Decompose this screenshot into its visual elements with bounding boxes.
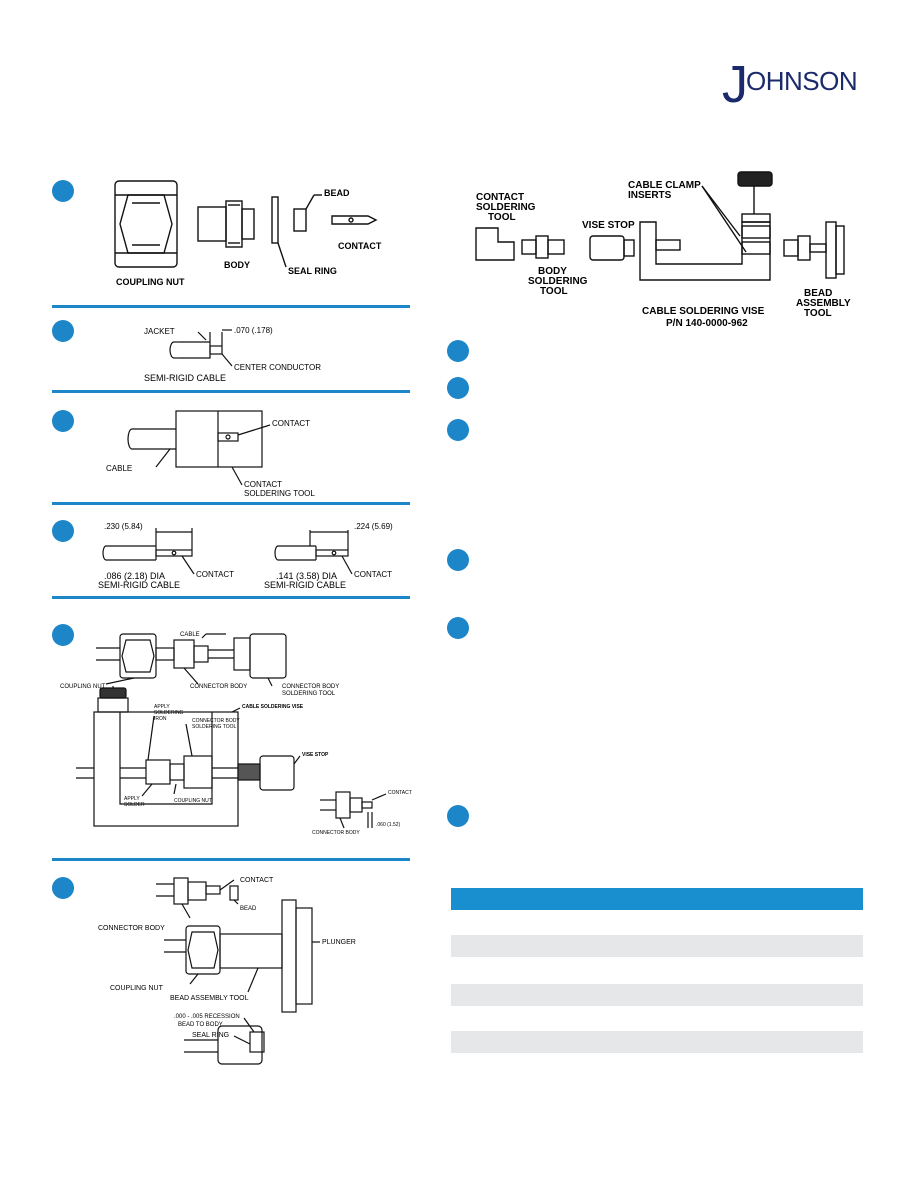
tool-clamp-line2: INSERTS bbox=[628, 190, 672, 201]
fig1-bead-label: BEAD bbox=[324, 188, 350, 198]
fig6-plunger-label: PLUNGER bbox=[322, 939, 356, 946]
fig6-recession-line2: BEAD TO BODY bbox=[178, 1022, 223, 1028]
body-shape bbox=[197, 206, 227, 242]
fig3-tool-label-line2: SOLDERING TOOL bbox=[244, 489, 315, 498]
step-dot-right-1 bbox=[447, 340, 469, 362]
fig5-vise-tool-line2: SOLDERING TOOL bbox=[192, 724, 236, 730]
tool-vise-stop: VISE STOP bbox=[582, 220, 635, 231]
tool-bead-line1: BEAD bbox=[804, 288, 832, 299]
fig5-vise-label: CABLE SOLDERING VISE bbox=[242, 704, 304, 710]
table-header bbox=[451, 888, 863, 910]
fig6-coupling-nut-label: COUPLING NUT bbox=[110, 985, 164, 992]
fig6-contact-label: CONTACT bbox=[240, 877, 274, 884]
step-dot-5 bbox=[52, 624, 74, 646]
fig4-right-dim: .224 (5.69) bbox=[354, 522, 393, 531]
fig6-bead-tool-label: BEAD ASSEMBLY TOOL bbox=[170, 995, 249, 1002]
fig6-recession-line1: .000 - .005 RECESSION bbox=[174, 1014, 240, 1020]
fig4-left-dim: .230 (5.84) bbox=[104, 522, 143, 531]
fig4-left-dia: .086 (2.18) DIA bbox=[104, 571, 165, 581]
step-dot-3 bbox=[52, 410, 74, 432]
tools-diagram: CONTACT SOLDERING TOOL BODY SOLDERING TO… bbox=[475, 171, 851, 329]
tool-vise-line2: P/N 140-0000-962 bbox=[666, 318, 748, 329]
fig4-right-contact: CONTACT bbox=[354, 570, 392, 579]
divider-3 bbox=[52, 502, 410, 505]
step-dot-1 bbox=[52, 180, 74, 202]
figure-1-components: COUPLING NUT BODY SEAL RING BEAD CONTACT bbox=[114, 180, 382, 287]
step-dot-right-5 bbox=[447, 617, 469, 639]
figure-2-cable-strip: JACKET .070 (.178) CENTER CONDUCTOR SEMI… bbox=[144, 326, 321, 382]
fig3-cable-label: CABLE bbox=[106, 464, 132, 473]
fig5-vise-tool-line1: CONNECTOR BODY bbox=[192, 718, 240, 724]
logo-text: OHNSON bbox=[746, 66, 857, 96]
fig5-apply-iron-line2: SOLDERING bbox=[154, 710, 184, 716]
fig1-contact-label: CONTACT bbox=[338, 241, 382, 251]
figure-6-bead-assembly: CONTACT CONNECTOR BODY BEAD PLUNGER COUP… bbox=[98, 877, 356, 1065]
tool-vise-line1: CABLE SOLDERING VISE bbox=[642, 306, 765, 317]
step-dot-right-6 bbox=[447, 805, 469, 827]
fig5-coupling-nut2-label: COUPLING NUT bbox=[174, 798, 212, 804]
fig5-body-tool-label-line2: SOLDERING TOOL bbox=[282, 691, 336, 697]
fig5-apply-solder-line1: APPLY bbox=[124, 796, 140, 802]
fig5-apply-iron-line3: IRON bbox=[154, 716, 167, 722]
figure-4-cable-sizes: .230 (5.84) CONTACT .086 (2.18) DIA SEMI… bbox=[98, 522, 393, 590]
fig3-contact-label: CONTACT bbox=[272, 419, 310, 428]
fig1-seal-ring-label: SEAL RING bbox=[288, 266, 337, 276]
fig5-cable-label: CABLE bbox=[180, 632, 200, 638]
figure-3-contact-soldering: CONTACT CABLE CONTACT SOLDERING TOOL bbox=[106, 410, 315, 498]
step-dot-6 bbox=[52, 877, 74, 899]
bead-shape bbox=[293, 208, 307, 232]
step-dot-right-3 bbox=[447, 419, 469, 441]
divider-5 bbox=[52, 858, 410, 861]
logo-initial-j: J bbox=[722, 56, 748, 110]
tool-contact-line2: SOLDERING bbox=[476, 202, 536, 213]
table-row bbox=[451, 935, 863, 957]
tool-bead-line2: ASSEMBLY bbox=[796, 298, 851, 309]
fig1-coupling-nut-label: COUPLING NUT bbox=[116, 277, 185, 287]
divider-1 bbox=[52, 305, 410, 308]
fig4-left-contact: CONTACT bbox=[196, 570, 234, 579]
johnson-logo: J OHNSON bbox=[722, 56, 858, 110]
fig4-left-cable: SEMI-RIGID CABLE bbox=[98, 580, 180, 590]
fig5-body-tool-label-line1: CONNECTOR BODY bbox=[282, 684, 339, 690]
step-dot-right-2 bbox=[447, 377, 469, 399]
tool-contact-line1: CONTACT bbox=[476, 192, 524, 203]
divider-4 bbox=[52, 596, 410, 599]
fig2-dim-label: .070 (.178) bbox=[234, 326, 273, 335]
fig2-cable-label: SEMI-RIGID CABLE bbox=[144, 373, 226, 382]
fig5-contact-label: CONTACT bbox=[388, 790, 412, 796]
contact-soldering-tool-shape bbox=[475, 227, 515, 261]
contact-shape bbox=[331, 215, 378, 225]
fig4-right-dia: .141 (3.58) DIA bbox=[276, 571, 337, 581]
fig3-tool-label-line1: CONTACT bbox=[244, 480, 282, 489]
step-dot-right-4 bbox=[447, 549, 469, 571]
tool-bead-line3: TOOL bbox=[804, 308, 832, 319]
fig2-jacket-label: JACKET bbox=[144, 327, 175, 336]
fig4-right-cable: SEMI-RIGID CABLE bbox=[264, 580, 346, 590]
tool-body-line3: TOOL bbox=[540, 286, 568, 297]
fig6-seal-ring-label: SEAL RING bbox=[192, 1032, 229, 1039]
tool-body-line2: SOLDERING bbox=[528, 276, 588, 287]
step-dot-2 bbox=[52, 320, 74, 342]
coupling-nut-shape bbox=[114, 180, 178, 268]
step-dot-4 bbox=[52, 520, 74, 542]
fig1-body-label: BODY bbox=[224, 260, 250, 270]
fig5-apply-iron-line1: APPLY bbox=[154, 704, 170, 710]
figure-5-vise-assembly: CABLE COUPLING NUT CONNECTOR BODY CONNEC… bbox=[60, 632, 412, 836]
table-row bbox=[451, 984, 863, 1006]
tool-body-line1: BODY bbox=[538, 266, 567, 277]
fig5-apply-solder-line2: SOLDER bbox=[124, 802, 145, 808]
tool-clamp-line1: CABLE CLAMP bbox=[628, 180, 701, 191]
tool-contact-line3: TOOL bbox=[488, 212, 516, 223]
seal-ring-shape bbox=[271, 196, 279, 244]
divider-2 bbox=[52, 390, 410, 393]
fig5-connector-body2-label: CONNECTOR BODY bbox=[312, 830, 360, 836]
fig5-connector-body-label: CONNECTOR BODY bbox=[190, 684, 247, 690]
table-row bbox=[451, 1031, 863, 1053]
fig6-bead-label: BEAD bbox=[240, 906, 257, 912]
fig5-coupling-nut-label: COUPLING NUT bbox=[60, 684, 106, 690]
fig2-center-conductor-label: CENTER CONDUCTOR bbox=[234, 363, 321, 372]
fig5-dim-label: .060 (1.52) bbox=[376, 822, 401, 828]
fig5-vise-stop-label: VISE STOP bbox=[302, 752, 329, 758]
fig6-connector-body-label: CONNECTOR BODY bbox=[98, 925, 165, 932]
